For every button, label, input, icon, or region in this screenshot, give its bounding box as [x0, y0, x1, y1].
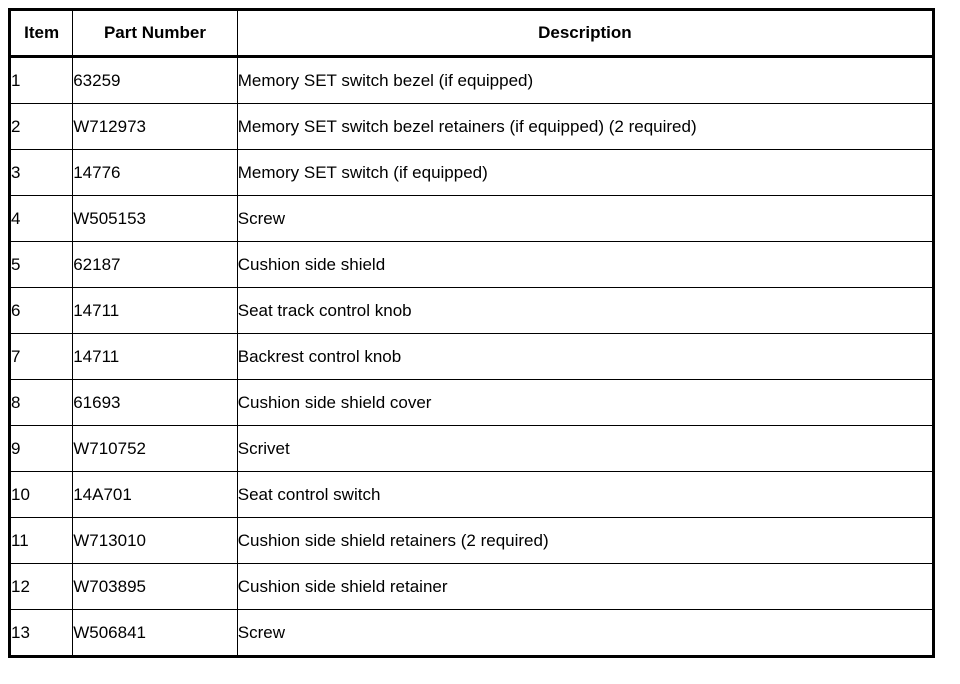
cell-description: Backrest control knob — [236, 333, 935, 380]
cell-part-number: 62187 — [72, 241, 238, 288]
table-header: Item Part Number Description — [8, 9, 935, 58]
cell-description: Cushion side shield retainers (2 require… — [236, 517, 935, 564]
cell-item: 11 — [8, 517, 74, 564]
cell-part-number: W505153 — [72, 195, 238, 242]
cell-description: Memory SET switch (if equipped) — [236, 149, 935, 196]
cell-part-number: 63259 — [72, 56, 238, 104]
column-header-part-number: Part Number — [72, 9, 238, 58]
cell-part-number: 14776 — [72, 149, 238, 196]
cell-item: 3 — [8, 149, 74, 196]
cell-description: Memory SET switch bezel (if equipped) — [236, 56, 935, 104]
cell-description: Screw — [236, 195, 935, 242]
cell-item: 8 — [8, 379, 74, 426]
cell-description: Cushion side shield cover — [236, 379, 935, 426]
cell-part-number: W506841 — [72, 609, 238, 657]
cell-part-number: 61693 — [72, 379, 238, 426]
cell-item: 9 — [8, 425, 74, 472]
cell-item: 10 — [8, 471, 74, 518]
cell-item: 4 — [8, 195, 74, 242]
cell-part-number: W710752 — [72, 425, 238, 472]
cell-item: 5 — [8, 241, 74, 288]
cell-description: Screw — [236, 609, 935, 657]
cell-description: Seat track control knob — [236, 287, 935, 334]
cell-part-number: W703895 — [72, 563, 238, 610]
cell-item: 7 — [8, 333, 74, 380]
cell-description: Memory SET switch bezel retainers (if eq… — [236, 103, 935, 150]
cell-part-number: 14711 — [72, 287, 238, 334]
cell-item: 2 — [8, 103, 74, 150]
column-header-description: Description — [236, 9, 935, 58]
cell-item: 12 — [8, 563, 74, 610]
cell-part-number: W713010 — [72, 517, 238, 564]
cell-item: 1 — [8, 56, 74, 104]
column-header-item: Item — [8, 9, 74, 58]
cell-part-number: 14A701 — [72, 471, 238, 518]
cell-part-number: W712973 — [72, 103, 238, 150]
cell-description: Cushion side shield — [236, 241, 935, 288]
table-header-row: Item Part Number Description — [8, 9, 935, 58]
cell-description: Seat control switch — [236, 471, 935, 518]
cell-item: 13 — [8, 609, 74, 657]
cell-description: Cushion side shield retainer — [236, 563, 935, 610]
cell-item: 6 — [8, 287, 74, 334]
cell-description: Scrivet — [236, 425, 935, 472]
cell-part-number: 14711 — [72, 333, 238, 380]
